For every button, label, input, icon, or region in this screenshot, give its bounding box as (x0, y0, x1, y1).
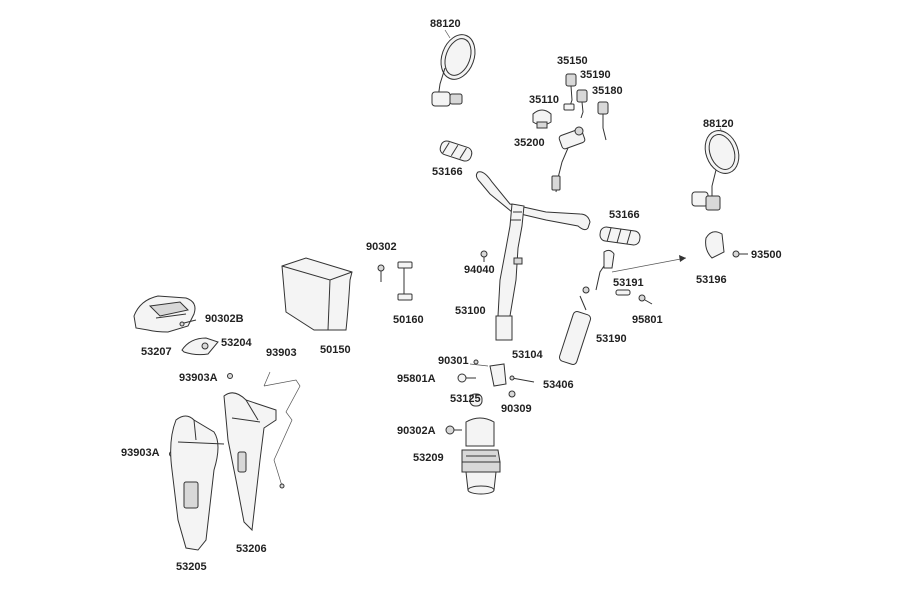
label-53207: 53207 (141, 346, 172, 358)
label-53125: 53125 (450, 393, 481, 405)
label-53206: 53206 (236, 543, 267, 555)
bolt-90302 (377, 264, 385, 282)
label-90301: 90301 (438, 355, 469, 367)
label-35190: 35190 (580, 69, 611, 81)
bracket-50160 (397, 261, 413, 301)
bolt-53406 (509, 375, 535, 383)
bolt-95801 (638, 294, 653, 305)
handlebar-stem (475, 171, 591, 341)
cover-53204 (181, 337, 219, 356)
washer-90309 (508, 390, 516, 398)
label-88120-right: 88120 (703, 118, 734, 130)
steering-cover-53205 (170, 415, 225, 551)
bolt-90302A (445, 425, 462, 435)
throttle-53196 (595, 231, 725, 291)
label-95801A: 95801A (397, 373, 436, 385)
label-35180: 35180 (592, 85, 623, 97)
label-53196: 53196 (696, 274, 727, 286)
mirror-left (431, 29, 476, 107)
label-35200: 35200 (514, 137, 545, 149)
steering-cover-53206 (223, 392, 277, 532)
label-50160: 50160 (393, 314, 424, 326)
label-53209: 53209 (413, 452, 444, 464)
lock-cylinder-53190 (558, 286, 592, 365)
label-35110: 35110 (529, 94, 559, 106)
label-90302: 90302 (366, 241, 397, 253)
label-94040: 94040 (464, 264, 495, 276)
bolt-94040 (480, 250, 488, 262)
label-90302A: 90302A (397, 425, 436, 437)
label-53190: 53190 (596, 333, 627, 345)
label-53205: 53205 (176, 561, 207, 573)
label-90309: 90309 (501, 403, 532, 415)
nut-53125 (469, 393, 483, 407)
label-95801: 95801 (632, 314, 663, 326)
label-53204: 53204 (221, 337, 252, 349)
label-53166-right: 53166 (609, 209, 640, 221)
label-93903: 93903 (266, 347, 297, 359)
label-88120-left: 88120 (430, 18, 461, 30)
clip-93903A-top (227, 373, 233, 379)
grip-right (599, 226, 641, 246)
basket-50150 (281, 257, 353, 331)
label-53406: 53406 (543, 379, 574, 391)
wire-93903 (263, 371, 301, 489)
pin-53191 (615, 289, 631, 296)
clamp-53104 (469, 359, 507, 387)
mirror-right (691, 127, 740, 211)
bolt-95801A (457, 373, 476, 383)
label-53191: 53191 (613, 277, 644, 289)
label-35150: 35150 (557, 55, 588, 67)
screw-90302B (179, 319, 197, 327)
label-53166-left: 53166 (432, 166, 463, 178)
label-53100: 53100 (455, 305, 486, 317)
switch-set (563, 73, 609, 141)
label-93500: 93500 (751, 249, 782, 261)
label-53104: 53104 (512, 349, 543, 361)
label-90302B: 90302B (205, 313, 244, 325)
label-50150: 50150 (320, 344, 351, 356)
screw-93500 (732, 250, 748, 258)
grip-left (439, 140, 473, 162)
fork-boot-53209 (461, 417, 501, 495)
horn-button (532, 109, 552, 129)
front-cover-53207 (133, 295, 196, 333)
label-93903A-left: 93903A (121, 447, 160, 459)
label-93903A-top: 93903A (179, 372, 218, 384)
throttle-switch (551, 126, 586, 193)
